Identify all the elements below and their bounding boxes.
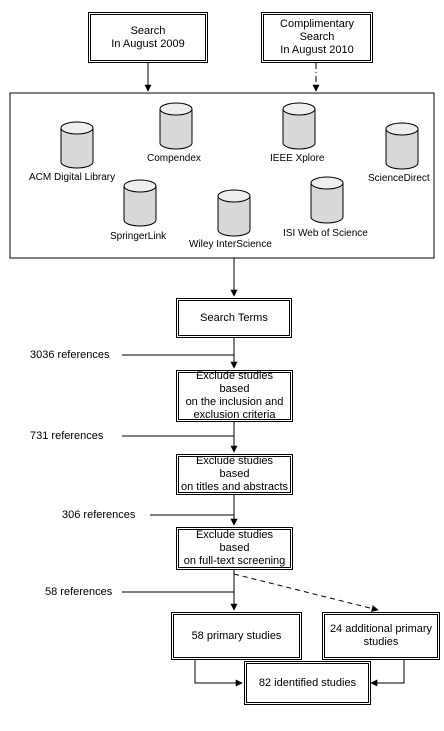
exclude-criteria-box: Exclude studies based on the inclusion a… [176,370,293,422]
additional-24-box: 24 additional primary studies [322,612,440,660]
references-306-label: 306 references [62,509,136,521]
primary-58-box: 58 primary studies [171,612,302,660]
references-3036-label: 3036 references [30,349,110,361]
database-label-ieee: IEEE Xplore [270,153,325,164]
search-2009-box: Search In August 2009 [88,12,208,63]
database-cylinder-icon [310,176,344,224]
database-label-springer: SpringerLink [110,231,167,242]
database-label-sciencedirect: ScienceDirect [368,173,430,184]
references-58-label: 58 references [45,586,113,598]
database-cylinder-icon [217,189,251,237]
references-731-label: 731 references [30,430,104,442]
database-cylinder-icon [123,179,157,227]
database-cylinder-icon [385,122,419,170]
identified-82-box: 82 identified studies [244,661,371,705]
search-terms-box: Search Terms [176,298,292,338]
exclude-fulltext-box: Exclude studies based on full-text scree… [176,527,293,570]
database-label-isi: ISI Web of Science [283,228,368,239]
database-label-compendex: Compendex [147,153,201,164]
database-cylinder-icon [159,102,193,150]
database-container [9,92,435,259]
search-2010-box: Complimentary Search In August 2010 [261,12,373,63]
database-cylinder-icon [60,121,94,169]
exclude-titles-box: Exclude studies based on titles and abst… [176,454,293,495]
database-cylinder-icon [282,102,316,150]
database-label-wiley: Wiley InterScience [189,239,272,250]
database-label-acm: ACM Digital Library [29,172,116,183]
